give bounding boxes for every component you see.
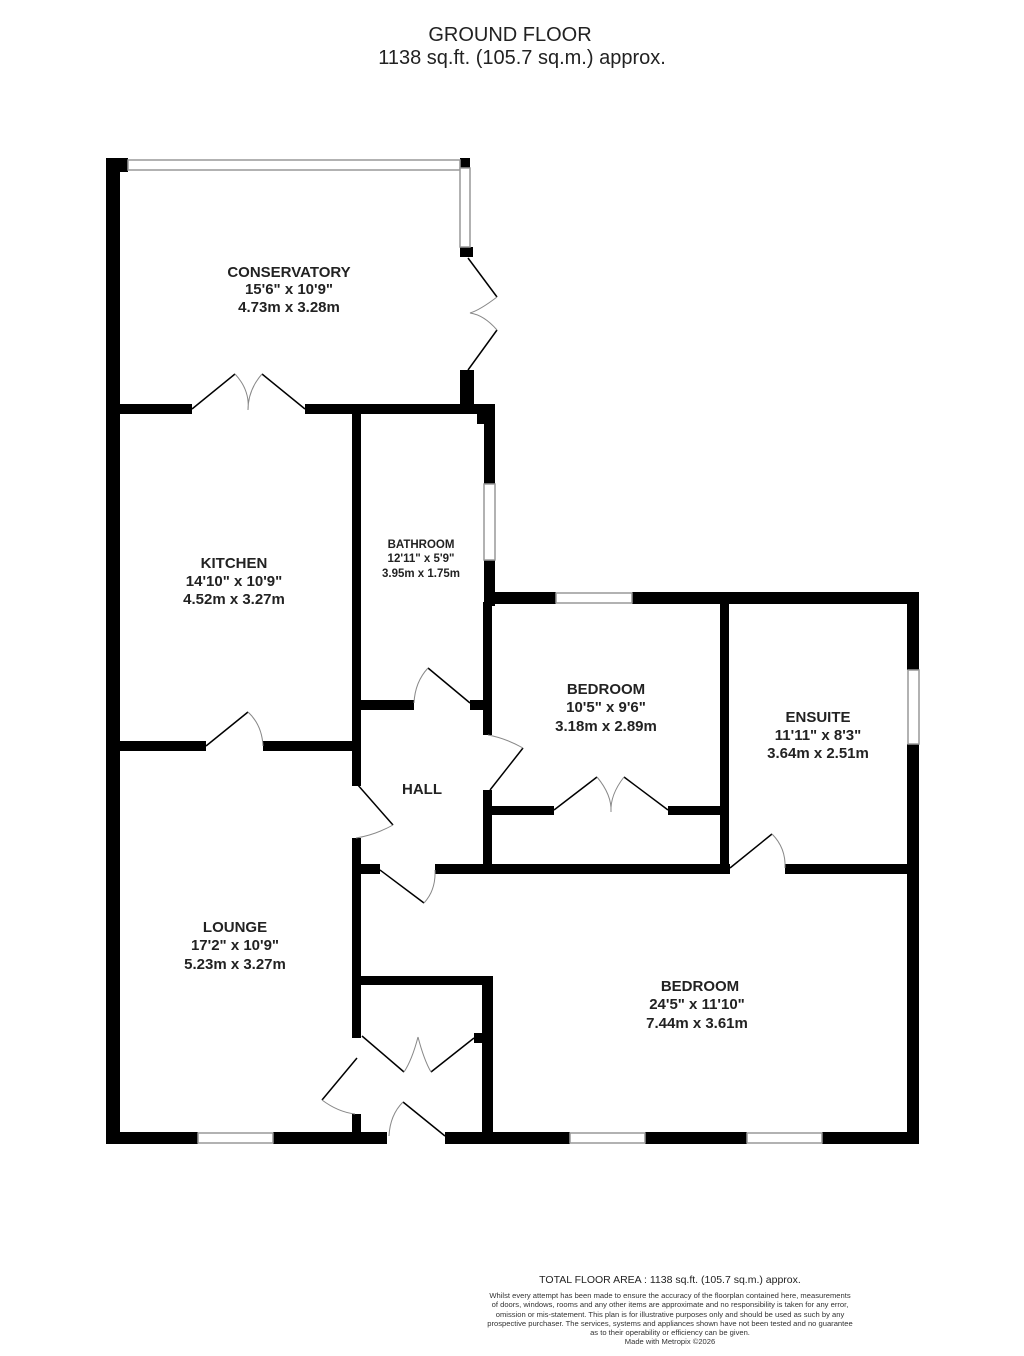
svg-text:BEDROOM: BEDROOM (661, 978, 739, 995)
svg-text:12'11" x 5'9": 12'11" x 5'9" (388, 553, 455, 565)
room-lounge: LOUNGE 17'2" x 10'9" 5.23m x 3.27m (184, 919, 286, 973)
svg-text:3.64m x 2.51m: 3.64m x 2.51m (767, 745, 869, 762)
svg-text:3.95m x 1.75m: 3.95m x 1.75m (382, 568, 460, 580)
disclaimer-line: as to their operability or efficiency ca… (590, 1328, 750, 1338)
disclaimer-line: Whilst every attempt has been made to en… (489, 1291, 851, 1300)
room-hall: HALL (402, 781, 442, 798)
svg-text:BATHROOM: BATHROOM (388, 539, 455, 551)
svg-text:LOUNGE: LOUNGE (203, 919, 267, 936)
credit: Made with Metropix ©2026 (624, 1337, 716, 1347)
disclaimer-line: omission or mis-statement. This plan is … (495, 1309, 845, 1319)
svg-text:CONSERVATORY: CONSERVATORY (227, 264, 350, 281)
svg-text:HALL: HALL (402, 781, 442, 798)
windows (127, 159, 920, 1144)
total-floor-area: TOTAL FLOOR AREA : 1138 sq.ft. (105.7 sq… (539, 1274, 801, 1286)
svg-text:ENSUITE: ENSUITE (785, 709, 850, 726)
svg-text:4.73m x 3.28m: 4.73m x 3.28m (238, 299, 340, 316)
svg-text:5.23m x 3.27m: 5.23m x 3.27m (184, 956, 286, 973)
svg-text:BEDROOM: BEDROOM (567, 681, 645, 698)
svg-text:15'6" x 10'9": 15'6" x 10'9" (245, 281, 333, 298)
room-kitchen: KITCHEN 14'10" x 10'9" 4.52m x 3.27m (183, 555, 285, 608)
room-conservatory: CONSERVATORY 15'6" x 10'9" 4.73m x 3.28m (227, 264, 350, 316)
svg-text:14'10" x 10'9": 14'10" x 10'9" (186, 573, 282, 590)
room-bathroom: BATHROOM 12'11" x 5'9" 3.95m x 1.75m (382, 539, 460, 580)
svg-text:17'2" x 10'9": 17'2" x 10'9" (191, 937, 279, 954)
svg-text:KITCHEN: KITCHEN (201, 555, 268, 572)
svg-text:24'5" x 11'10": 24'5" x 11'10" (649, 996, 745, 1013)
room-bedroom-main: BEDROOM 24'5" x 11'10" 7.44m x 3.61m (646, 978, 748, 1032)
doors (191, 257, 786, 1137)
room-ensuite: ENSUITE 11'11" x 8'3" 3.64m x 2.51m (767, 709, 869, 762)
room-bedroom-small: BEDROOM 10'5" x 9'6" 3.18m x 2.89m (555, 681, 657, 735)
floor-title: GROUND FLOOR (428, 24, 592, 46)
disclaimer-line: prospective purchaser. The services, sys… (487, 1318, 853, 1328)
walls (106, 158, 919, 1144)
svg-text:11'11" x 8'3": 11'11" x 8'3" (775, 727, 861, 744)
svg-text:4.52m x 3.27m: 4.52m x 3.27m (183, 591, 285, 608)
disclaimer: Whilst every attempt has been made to en… (420, 1291, 920, 1347)
disclaimer-line: of doors, windows, rooms and any other i… (491, 1300, 849, 1310)
floor-area: 1138 sq.ft. (105.7 sq.m.) approx. (378, 47, 666, 69)
svg-text:3.18m x 2.89m: 3.18m x 2.89m (555, 718, 657, 735)
svg-text:10'5" x 9'6": 10'5" x 9'6" (566, 699, 646, 716)
svg-text:7.44m x 3.61m: 7.44m x 3.61m (646, 1015, 748, 1032)
